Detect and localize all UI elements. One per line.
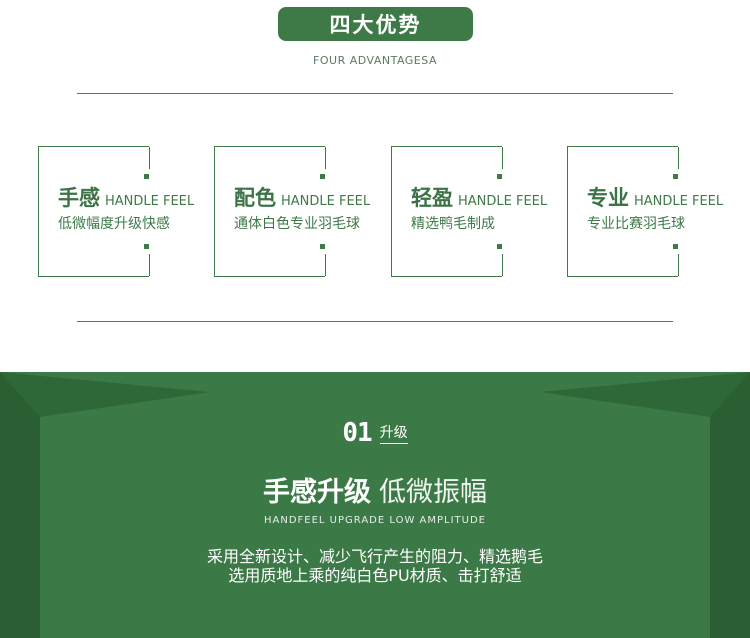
feature-banner xyxy=(0,372,750,638)
frame-dot xyxy=(144,244,149,249)
card-heading: 手感 HANDLE FEEL xyxy=(58,182,194,212)
card-title: 轻盈 xyxy=(411,186,453,210)
card-desc: 专业比赛羽毛球 xyxy=(587,216,685,232)
card-desc: 通体白色专业羽毛球 xyxy=(234,216,360,232)
divider-bottom xyxy=(77,321,673,322)
feature-heading-bold: 手感升级 xyxy=(263,477,371,508)
card-title: 手感 xyxy=(58,186,100,210)
frame-dot xyxy=(144,174,149,179)
section-subtitle: FOUR ADVANTAGESA xyxy=(313,54,437,67)
card-desc: 低微幅度升级快感 xyxy=(58,216,170,232)
card-frame xyxy=(567,146,679,277)
card-title-en: HANDLE FEEL xyxy=(458,194,548,209)
section-title: 四大优势 xyxy=(329,13,422,37)
frame-dot xyxy=(320,174,325,179)
frame-dot xyxy=(320,244,325,249)
card-heading: 专业 HANDLE FEEL xyxy=(587,182,723,212)
feature-desc-line-2: 选用质地上乘的纯白色PU材质、击打舒适 xyxy=(228,566,522,585)
advantage-card-light: 轻盈 HANDLE FEEL 精选鸭毛制成 xyxy=(391,146,571,278)
card-title-en: HANDLE FEEL xyxy=(281,194,371,209)
feature-desc-line-1: 采用全新设计、减少飞行产生的阻力、精选鹅毛 xyxy=(206,547,543,566)
frame-dot xyxy=(673,244,678,249)
advantage-card-color: 配色 HANDLE FEEL 通体白色专业羽毛球 xyxy=(214,146,394,278)
card-heading: 配色 HANDLE FEEL xyxy=(234,182,370,212)
feature-heading-en: HANDFEEL UPGRADE LOW AMPLITUDE xyxy=(264,515,486,526)
card-frame xyxy=(391,146,503,277)
advantage-card-pro: 专业 HANDLE FEEL 专业比赛羽毛球 xyxy=(567,146,747,278)
card-title: 配色 xyxy=(234,186,276,210)
card-frame xyxy=(38,146,150,277)
frame-dot xyxy=(673,174,678,179)
card-title-en: HANDLE FEEL xyxy=(634,194,724,209)
feature-heading-light: 低微振幅 xyxy=(379,477,487,508)
advantage-card-handfeel: 手感 HANDLE FEEL 低微幅度升级快感 xyxy=(38,146,218,278)
feature-number-row: 01 升级 xyxy=(0,418,750,448)
feature-number-label: 升级 xyxy=(379,422,408,444)
section-title-badge: 四大优势 xyxy=(278,7,473,41)
feature-number: 01 xyxy=(342,418,372,448)
divider-top xyxy=(77,93,673,94)
card-title: 专业 xyxy=(587,186,629,210)
card-heading: 轻盈 HANDLE FEEL xyxy=(411,182,547,212)
frame-dot xyxy=(497,244,502,249)
banner-background xyxy=(0,372,750,638)
card-desc: 精选鸭毛制成 xyxy=(411,216,495,232)
frame-dot xyxy=(497,174,502,179)
card-frame xyxy=(214,146,326,277)
feature-heading: 手感升级低微振幅 xyxy=(0,470,750,509)
card-title-en: HANDLE FEEL xyxy=(105,194,195,209)
